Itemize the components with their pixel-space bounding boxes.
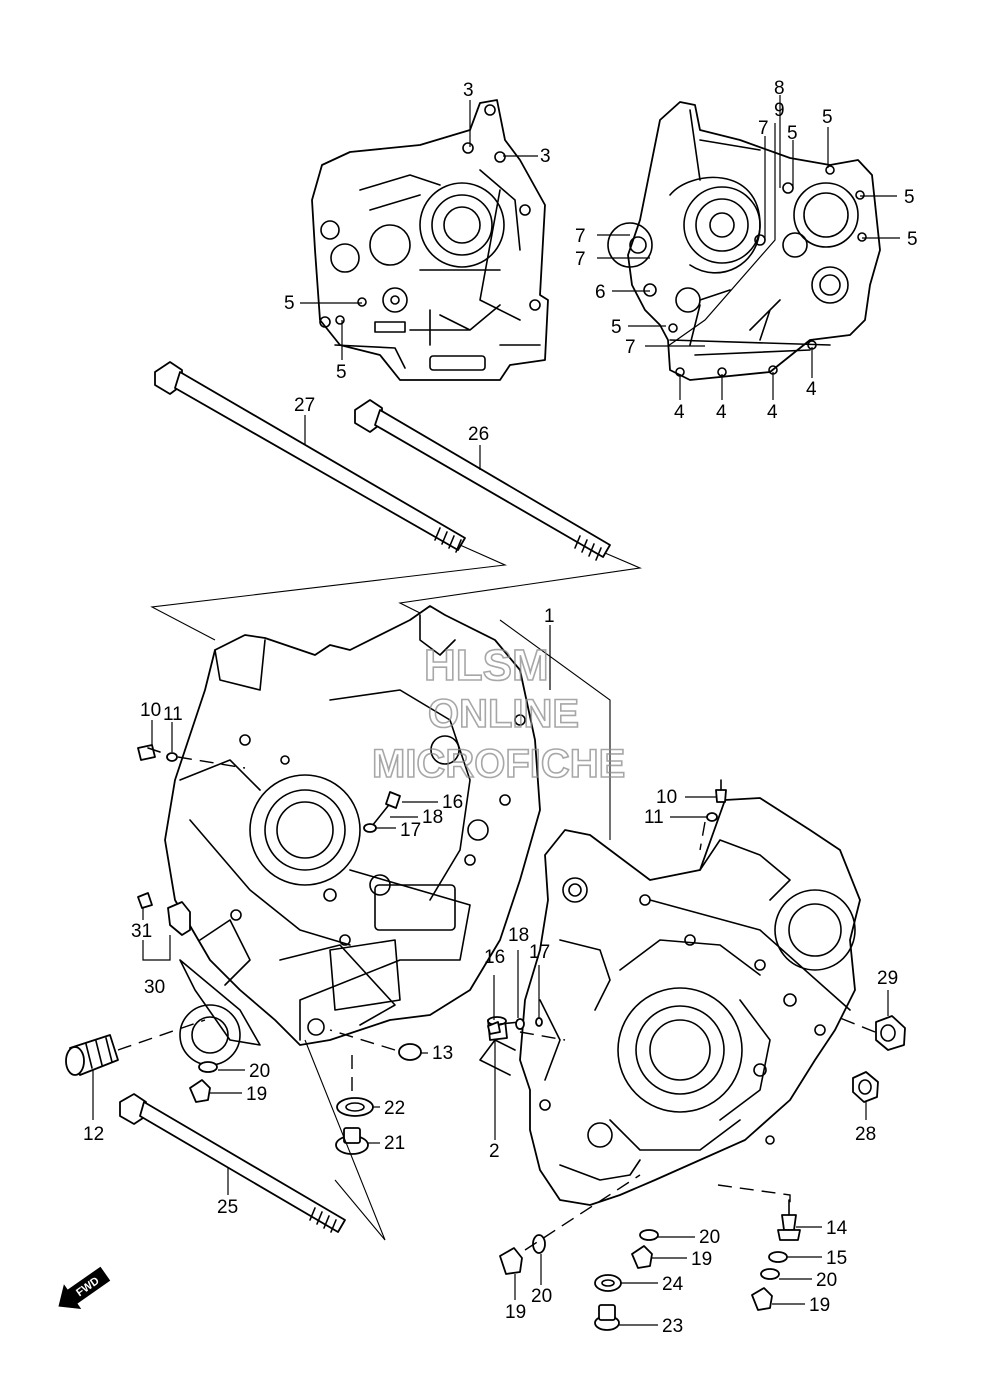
watermark-line-3: MICROFICHE	[372, 742, 625, 786]
callout-29: 29	[877, 968, 898, 989]
callout-4: 4	[716, 402, 727, 423]
left-crankcase-main	[164, 605, 541, 1066]
right-crankcase-main	[479, 797, 861, 1206]
callout-22: 22	[384, 1098, 405, 1119]
callout-5: 5	[907, 229, 918, 250]
callout-16: 16	[442, 792, 463, 813]
part-19-bottom-left	[499, 1247, 523, 1275]
callout-13: 13	[432, 1043, 453, 1064]
part-29	[875, 1015, 906, 1051]
callout-7: 7	[625, 337, 636, 358]
part-10-left	[137, 744, 161, 761]
part-20-left	[198, 1061, 218, 1073]
callout-3: 3	[540, 146, 551, 167]
part-19-bottom-center	[631, 1245, 653, 1269]
callout-19: 19	[691, 1249, 712, 1270]
callout-10: 10	[140, 700, 161, 721]
callout-2: 2	[489, 1141, 500, 1162]
callout-7: 7	[575, 226, 586, 247]
callout-12: 12	[83, 1124, 104, 1145]
callout-25: 25	[217, 1197, 238, 1218]
callout-16: 16	[484, 947, 505, 968]
callout-4: 4	[806, 379, 817, 400]
watermark-line-1: HLSM	[424, 641, 549, 690]
part-19-right	[751, 1287, 773, 1311]
callout-20: 20	[249, 1061, 270, 1082]
callout-20: 20	[531, 1286, 552, 1307]
part-19-left	[189, 1079, 211, 1103]
callout-20: 20	[699, 1227, 720, 1248]
callout-4: 4	[674, 402, 685, 423]
part-11-right	[706, 812, 718, 822]
callout-5: 5	[787, 123, 798, 144]
bolt-25	[119, 1093, 346, 1233]
callout-27: 27	[294, 395, 315, 416]
left-crankcase-top-view	[311, 99, 549, 381]
callout-4: 4	[767, 402, 778, 423]
right-crankcase-top-view	[607, 101, 881, 381]
callout-8: 8	[774, 78, 785, 99]
callout-19: 19	[246, 1084, 267, 1105]
callout-19: 19	[809, 1295, 830, 1316]
callout-3: 3	[463, 80, 474, 101]
callout-28: 28	[855, 1124, 876, 1145]
callout-5: 5	[611, 317, 622, 338]
watermark-line-2: ONLINE	[428, 692, 579, 736]
callout-21: 21	[384, 1133, 405, 1154]
part-13	[398, 1043, 422, 1061]
part-30	[167, 901, 191, 936]
part-12	[65, 1034, 119, 1076]
callout-14: 14	[826, 1218, 848, 1239]
part-24	[594, 1274, 622, 1292]
callout-20: 20	[816, 1270, 837, 1291]
part-16-17-18-left	[363, 791, 401, 833]
callout-10: 10	[656, 787, 677, 808]
callout-19: 19	[505, 1302, 526, 1323]
part-28	[852, 1071, 879, 1103]
part-22	[336, 1097, 374, 1117]
callout-5: 5	[904, 187, 915, 208]
callout-11: 11	[644, 807, 664, 828]
callout-7: 7	[575, 249, 586, 270]
callout-17: 17	[400, 820, 421, 841]
callout-18: 18	[422, 807, 443, 828]
leader-lines	[92, 95, 900, 1326]
callout-31: 31	[131, 921, 152, 942]
part-10-right	[715, 779, 727, 803]
part-20-bottom-center	[639, 1229, 659, 1241]
callout-15: 15	[826, 1248, 847, 1269]
part-15	[768, 1251, 788, 1263]
callout-5: 5	[336, 362, 347, 383]
callout-17: 17	[529, 942, 550, 963]
callout-1: 1	[544, 606, 555, 627]
callout-5: 5	[822, 107, 833, 128]
part-21	[335, 1127, 369, 1155]
fwd-direction-arrow-icon: FWD	[58, 1266, 111, 1309]
callout-labels: 3 3 5 5 8 9 7 5 5 5 5 7 7 6 5 7 4 4 4 4 …	[83, 78, 918, 1337]
watermark: HLSM ONLINE MICROFICHE	[371, 640, 626, 787]
callout-5: 5	[284, 293, 295, 314]
bolt-26	[354, 399, 611, 561]
callout-9: 9	[774, 100, 785, 121]
part-20-right	[760, 1268, 780, 1280]
callout-11: 11	[163, 704, 183, 725]
callout-26: 26	[468, 424, 489, 445]
callout-18: 18	[508, 925, 529, 946]
callout-24: 24	[662, 1274, 684, 1295]
callout-23: 23	[662, 1316, 683, 1337]
callout-7: 7	[758, 118, 769, 139]
part-23	[594, 1304, 620, 1331]
part-31	[137, 892, 153, 909]
part-14	[777, 1199, 801, 1241]
callout-6: 6	[595, 282, 606, 303]
bolt-27	[154, 361, 466, 553]
part-11-left	[166, 752, 178, 762]
callout-30: 30	[144, 977, 165, 998]
